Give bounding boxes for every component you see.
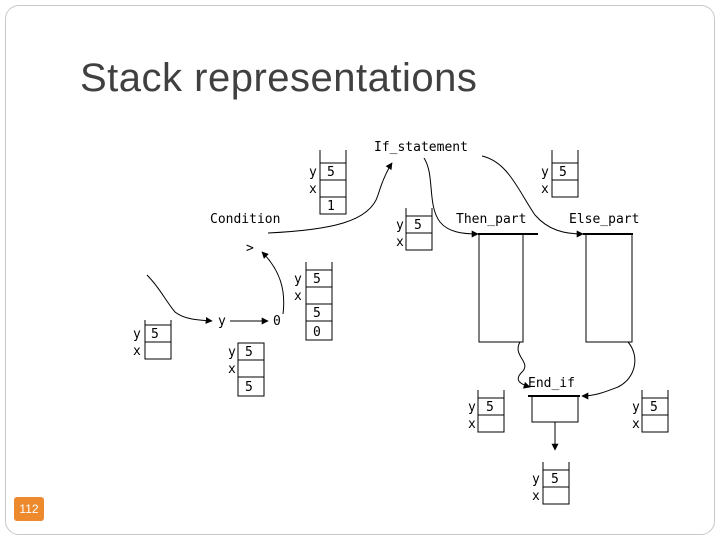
arrow-zero-to-greater-than — [261, 251, 285, 315]
stack-cell: 5 — [327, 165, 335, 180]
stack-after-condition: y x 5 1 — [309, 150, 347, 215]
else-part-block — [583, 233, 633, 343]
stack-label-x: x — [309, 182, 317, 197]
node-end-if: End_if — [528, 376, 575, 391]
arrow-condition-to-if — [267, 162, 393, 234]
stack-then-entry: y x 5 — [396, 208, 433, 251]
stack-cell: 5 — [245, 345, 253, 360]
stack-cell: 5 — [313, 272, 321, 287]
stack-label-x: x — [632, 417, 640, 432]
arrow-start-to-y — [146, 274, 213, 324]
stack-cell: 5 — [414, 218, 422, 233]
stack-cell: 5 — [486, 400, 494, 415]
stack-label-y: y — [294, 272, 302, 287]
stack-label-y: y — [396, 218, 404, 233]
node-condition: Condition — [210, 212, 280, 227]
stack-cell: 0 — [313, 325, 321, 340]
stack-label-x: x — [532, 489, 540, 504]
stack-initial: y x 5 — [133, 320, 172, 360]
stack-after-y: y x 5 5 — [228, 342, 265, 397]
stack-cell: 5 — [245, 380, 253, 395]
stack-then-exit: y x 5 — [468, 390, 505, 433]
then-part-block — [478, 233, 538, 343]
stack-label-y: y — [228, 345, 236, 360]
stack-else-exit: y x 5 — [632, 390, 669, 433]
slide-frame — [5, 5, 715, 535]
stack-label-x: x — [133, 344, 141, 359]
stack-label-y: y — [632, 400, 640, 415]
stack-after-zero: y x 5 5 0 — [294, 262, 333, 341]
arrow-if-to-then — [423, 157, 479, 238]
arrow-then-to-end-if — [517, 341, 531, 389]
stack-final: y x 5 — [532, 462, 570, 505]
end-if-block — [528, 395, 580, 423]
stack-label-x: x — [294, 289, 302, 304]
stack-label-y: y — [309, 165, 317, 180]
node-y-operand: y — [218, 314, 226, 329]
stack-cell: 5 — [559, 165, 567, 180]
stack-label-x: x — [228, 362, 236, 377]
stack-label-y: y — [133, 327, 141, 342]
stack-label-x: x — [396, 235, 404, 250]
stack-label-y: y — [468, 400, 476, 415]
node-else-part: Else_part — [569, 212, 639, 227]
stack-cell: 5 — [650, 400, 658, 415]
arrow-else-to-end-if — [581, 341, 636, 400]
stack-label-y: y — [541, 165, 549, 180]
stack-label-x: x — [468, 417, 476, 432]
stack-label-y: y — [532, 472, 540, 487]
stack-cell: 1 — [327, 199, 335, 214]
node-zero-operand: 0 — [273, 314, 281, 329]
stack-cell: 5 — [151, 327, 159, 342]
stack-cell: 5 — [551, 472, 559, 487]
page-number-badge: 112 — [14, 497, 44, 521]
node-greater-than: > — [246, 241, 254, 256]
stack-label-x: x — [541, 182, 549, 197]
stack-else-entry: y x 5 — [541, 150, 579, 198]
node-then-part: Then_part — [456, 212, 526, 227]
slide-title: Stack representations — [80, 56, 478, 100]
node-if-statement: If_statement — [374, 140, 468, 155]
stack-cell: 5 — [313, 306, 321, 321]
arrow-if-to-else — [481, 155, 584, 238]
